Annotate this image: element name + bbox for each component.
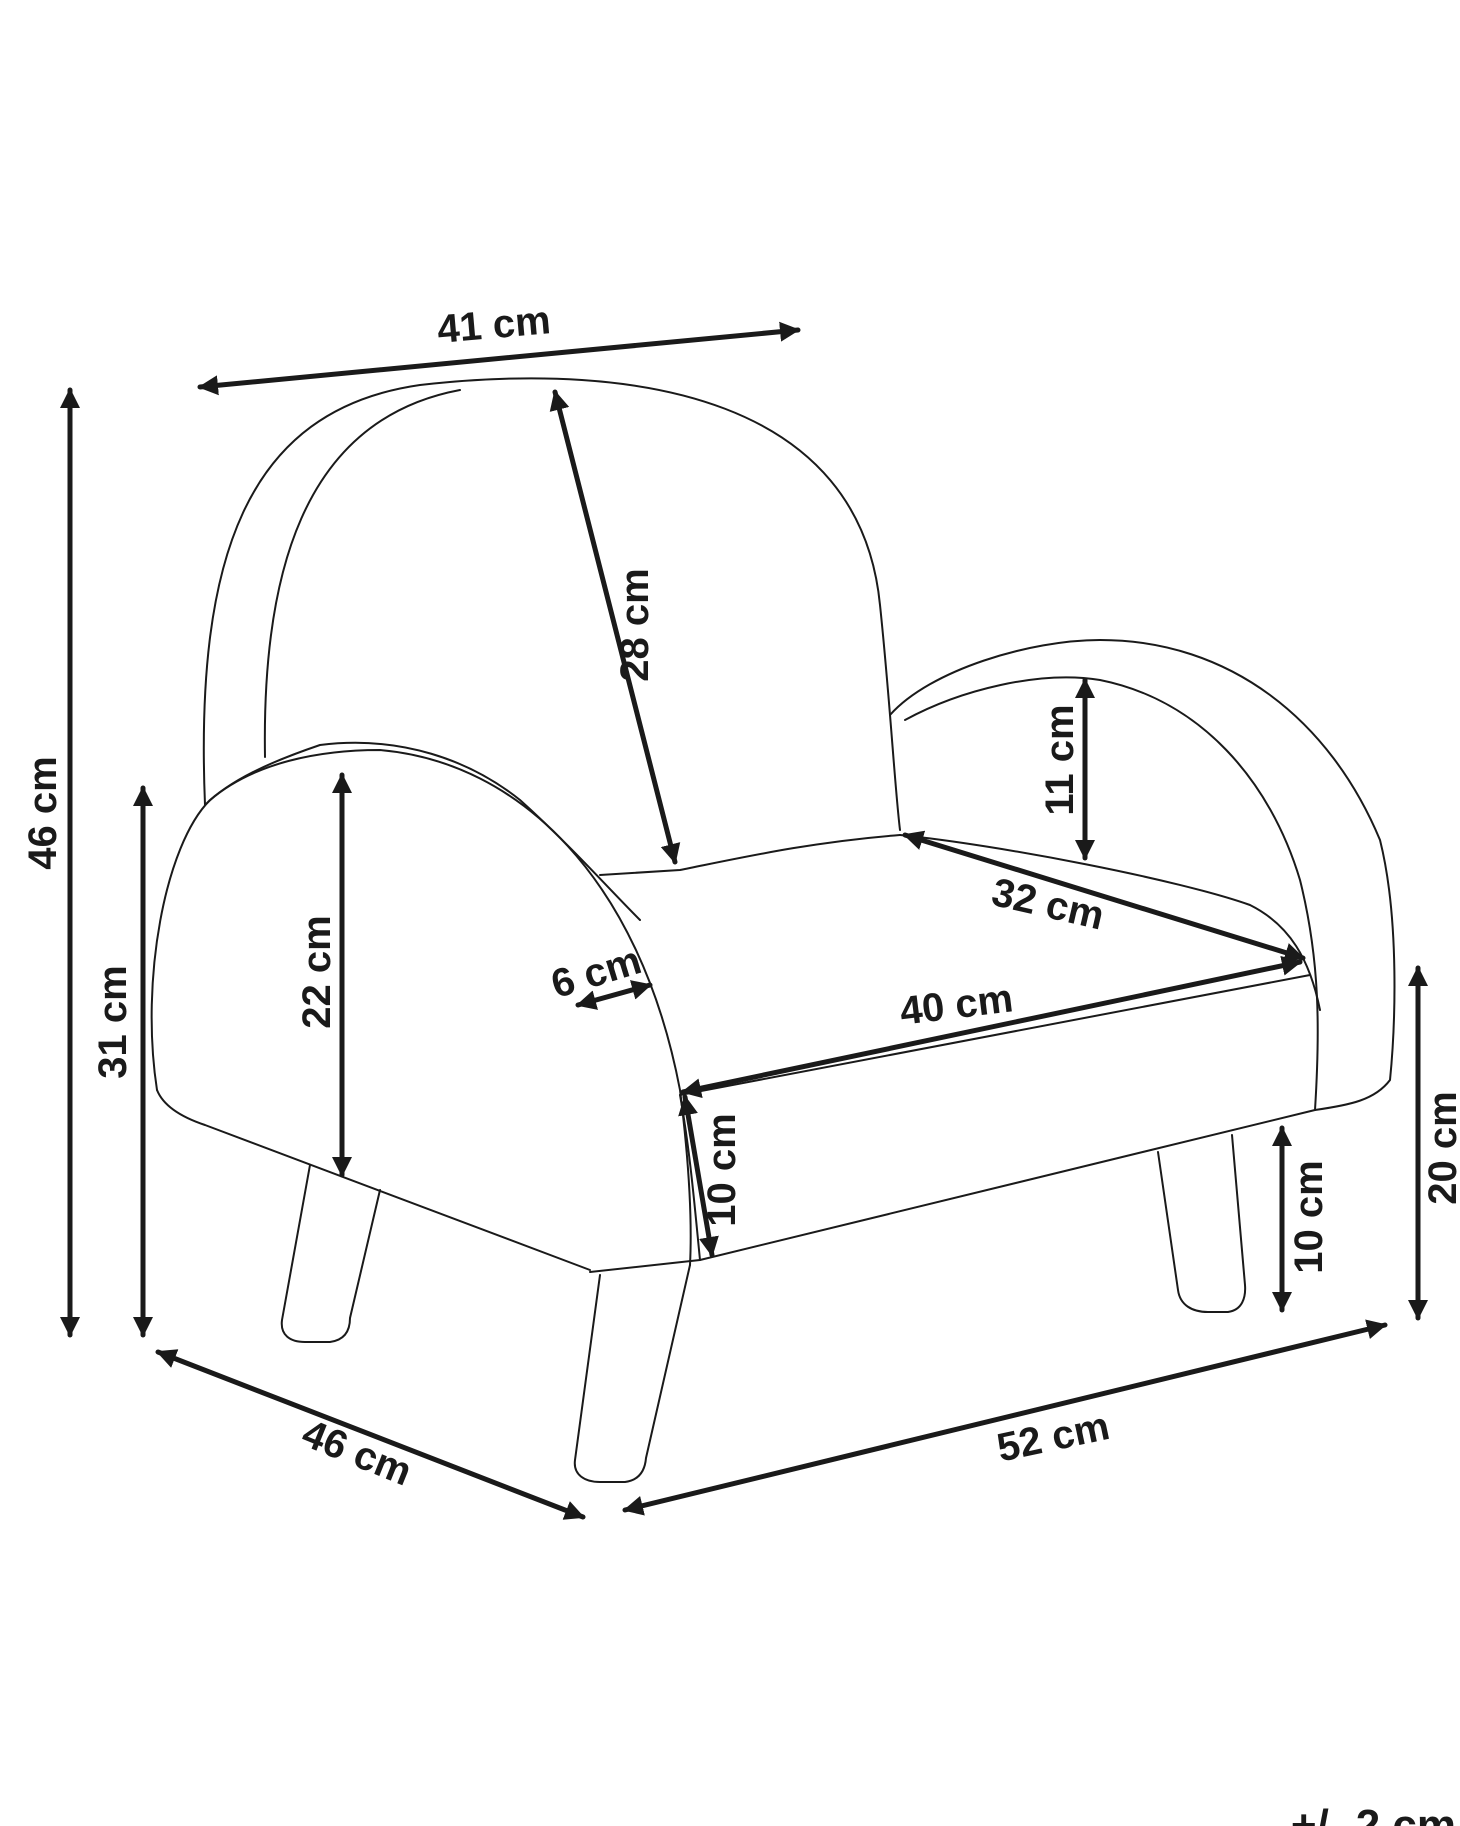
width-dimension-line: [622, 1319, 1388, 1516]
top-width-label: 41 cm: [435, 298, 552, 352]
top-width-dimension-line: [197, 321, 801, 396]
back-right-leg-outline: [1157, 1134, 1247, 1313]
front-left-leg-outline: [280, 1164, 381, 1343]
back-height-label: 28 cm: [613, 568, 657, 681]
dimension-lines: [60, 321, 1428, 1520]
front-center-leg-outline: [573, 1264, 691, 1483]
armrest-above-seat-label: 11 cm: [1038, 704, 1082, 815]
seat-back-edge-outline: [599, 834, 901, 876]
right-armrest-outline: [889, 639, 1396, 1111]
left-armrest-base-outline: [156, 1089, 591, 1271]
dimension-labels: 41 cm 46 cm 28 cm 31 cm 22 cm 6 cm 40 cm…: [21, 298, 1460, 1494]
arm-height-left-label: 31 cm: [91, 965, 135, 1078]
seat-depth-dimension-line: [902, 830, 1306, 963]
arm-front-height-label: 22 cm: [295, 915, 339, 1028]
left-armrest-back-outline: [204, 741, 641, 921]
seat-cushion-thickness-dimension-line: [678, 1094, 719, 1258]
arm-thickness-label: 6 cm: [546, 938, 646, 1007]
right-armrest-inner-outline: [904, 676, 1319, 1111]
depth-dimension-line: [155, 1349, 586, 1520]
arm-thickness-dimension-line: [575, 980, 653, 1010]
seat-cushion-thickness-label: 10 cm: [700, 1113, 744, 1226]
tolerance-note: +/- 2 cm: [1291, 1801, 1456, 1826]
total-height-label: 46 cm: [21, 756, 65, 869]
seat-width-dimension-line: [680, 955, 1303, 1099]
left-armrest-outline: [150, 749, 692, 1266]
depth-label: 46 cm: [296, 1411, 418, 1494]
leg-height-label: 10 cm: [1287, 1160, 1331, 1273]
backrest-inner-outline: [263, 389, 461, 758]
backrest-outer-outline: [202, 377, 901, 831]
seat-height-label: 20 cm: [1421, 1091, 1460, 1204]
back-height-dimension-line: [549, 389, 681, 865]
